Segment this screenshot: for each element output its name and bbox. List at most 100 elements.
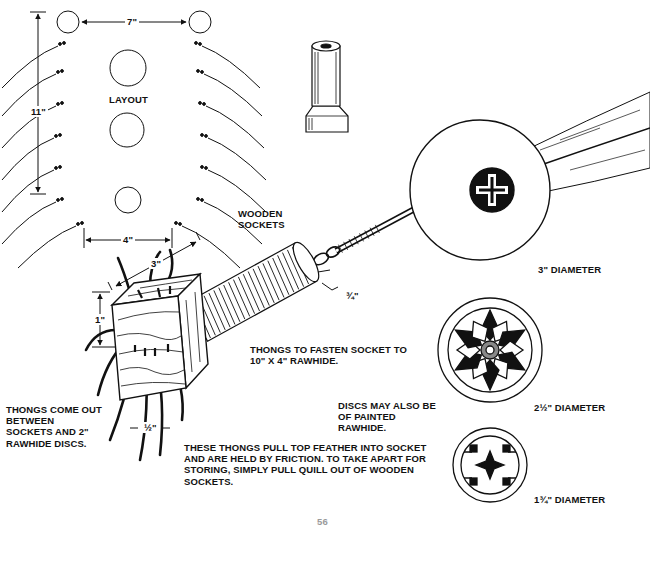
feather-curve xyxy=(63,42,66,45)
socket-block xyxy=(128,288,186,296)
disc-label: 2½" DIAMETER xyxy=(532,402,607,413)
disc-3in xyxy=(479,189,505,192)
dimension-label: 1" xyxy=(93,314,107,325)
dimension-line xyxy=(38,14,39,192)
disc-2-5in xyxy=(438,298,542,402)
feather-curve xyxy=(59,166,62,169)
feather-curve xyxy=(77,223,80,226)
feather-curve xyxy=(201,71,204,74)
socket-block xyxy=(118,312,180,320)
dimension-mark xyxy=(196,232,200,240)
socket-block xyxy=(186,292,200,372)
feather-curve xyxy=(199,102,202,105)
socket-block xyxy=(140,280,192,288)
dimension-label: 4" xyxy=(121,234,135,245)
feather-curve xyxy=(201,166,204,169)
quill xyxy=(325,245,342,260)
feather-curve xyxy=(203,103,206,106)
dimension-mark xyxy=(318,270,330,272)
note-text: THESE THONGS PULL TOP FEATHER INTO SOCKE… xyxy=(184,442,446,487)
dimension-label: ¾" xyxy=(344,290,361,301)
wooden-socket xyxy=(186,239,323,341)
feather-curve xyxy=(57,71,60,74)
quill xyxy=(336,204,424,251)
feather-curve xyxy=(2,202,56,244)
quill xyxy=(344,242,348,250)
feather-curve xyxy=(182,226,240,268)
wooden-socket xyxy=(194,247,308,338)
socket-block xyxy=(112,274,208,400)
quill xyxy=(336,204,424,251)
disc-1-75in xyxy=(503,478,510,485)
quill xyxy=(375,225,379,233)
wooden-socket xyxy=(306,52,348,130)
wooden-socket xyxy=(306,106,348,132)
disc-1-75in xyxy=(453,428,527,502)
feather-curve xyxy=(197,70,200,73)
wooden-socket xyxy=(321,44,331,48)
wooden-socket xyxy=(336,52,337,104)
note-text: DISCS MAY ALSO BE OF PAINTED RAWHIDE. xyxy=(338,400,442,434)
feather-curve xyxy=(57,199,60,202)
feather-curve xyxy=(18,226,76,268)
dimension-label: 7" xyxy=(125,16,139,27)
dimension-mark xyxy=(92,232,338,428)
disc-label: 1¾" DIAMETER xyxy=(532,494,607,505)
disc-1-75in xyxy=(503,445,510,452)
sketch-title: LAYOUT xyxy=(107,94,150,105)
quill xyxy=(349,239,353,247)
quill xyxy=(365,231,369,239)
socket-block xyxy=(119,349,183,354)
socket-block xyxy=(121,382,185,386)
wooden-socket xyxy=(306,41,348,132)
disc-3in xyxy=(410,120,550,260)
disc-1-75in xyxy=(470,478,477,485)
feather-curve xyxy=(199,43,202,46)
dimension-mark xyxy=(108,282,112,290)
feather-curve xyxy=(195,42,198,45)
layout-sketch xyxy=(115,187,141,213)
feather-curve xyxy=(59,43,62,46)
disc-3in xyxy=(410,120,550,260)
feather-curve xyxy=(175,222,178,225)
dimension-mark xyxy=(92,292,110,293)
disc-2-5in xyxy=(455,310,524,390)
disc-label: 3" DIAMETER xyxy=(536,264,603,275)
layout-sketch xyxy=(110,113,144,147)
disc-3in xyxy=(470,168,514,212)
disc-1-75in xyxy=(464,452,516,478)
layout-sketch xyxy=(2,11,266,268)
quill xyxy=(338,225,379,253)
feather-curve xyxy=(2,42,83,268)
dimension-mark xyxy=(322,283,338,290)
disc-2-5in xyxy=(486,346,494,354)
feather-curve xyxy=(175,42,266,268)
disc-2-5in xyxy=(481,341,499,359)
feather-curve xyxy=(59,134,62,137)
quill xyxy=(312,204,424,267)
wooden-socket xyxy=(288,239,323,285)
feather-curve xyxy=(61,70,64,73)
feather-curve xyxy=(2,106,56,148)
part-label: WOODEN SOCKETS xyxy=(238,208,308,230)
quill xyxy=(354,236,358,244)
dimension-mark xyxy=(92,347,118,348)
feather-curve xyxy=(61,102,64,105)
feather-curve xyxy=(55,135,58,138)
socket-block xyxy=(138,286,170,298)
dimension-tick xyxy=(84,228,85,248)
dimension-tick xyxy=(30,12,46,13)
socket-block xyxy=(112,296,186,400)
layout-sketch xyxy=(110,50,146,86)
socket-block xyxy=(120,367,184,374)
rawhide-thong xyxy=(118,258,130,292)
feather-curve xyxy=(179,223,182,226)
feather-curve xyxy=(201,134,204,137)
note-text: THONGS COME OUT BETWEEN SOCKETS AND 2" R… xyxy=(6,404,102,449)
dimension-label: 3" xyxy=(149,258,163,269)
feather-curve xyxy=(205,135,208,138)
feather-curve xyxy=(55,167,58,170)
feather-curve xyxy=(197,198,200,201)
